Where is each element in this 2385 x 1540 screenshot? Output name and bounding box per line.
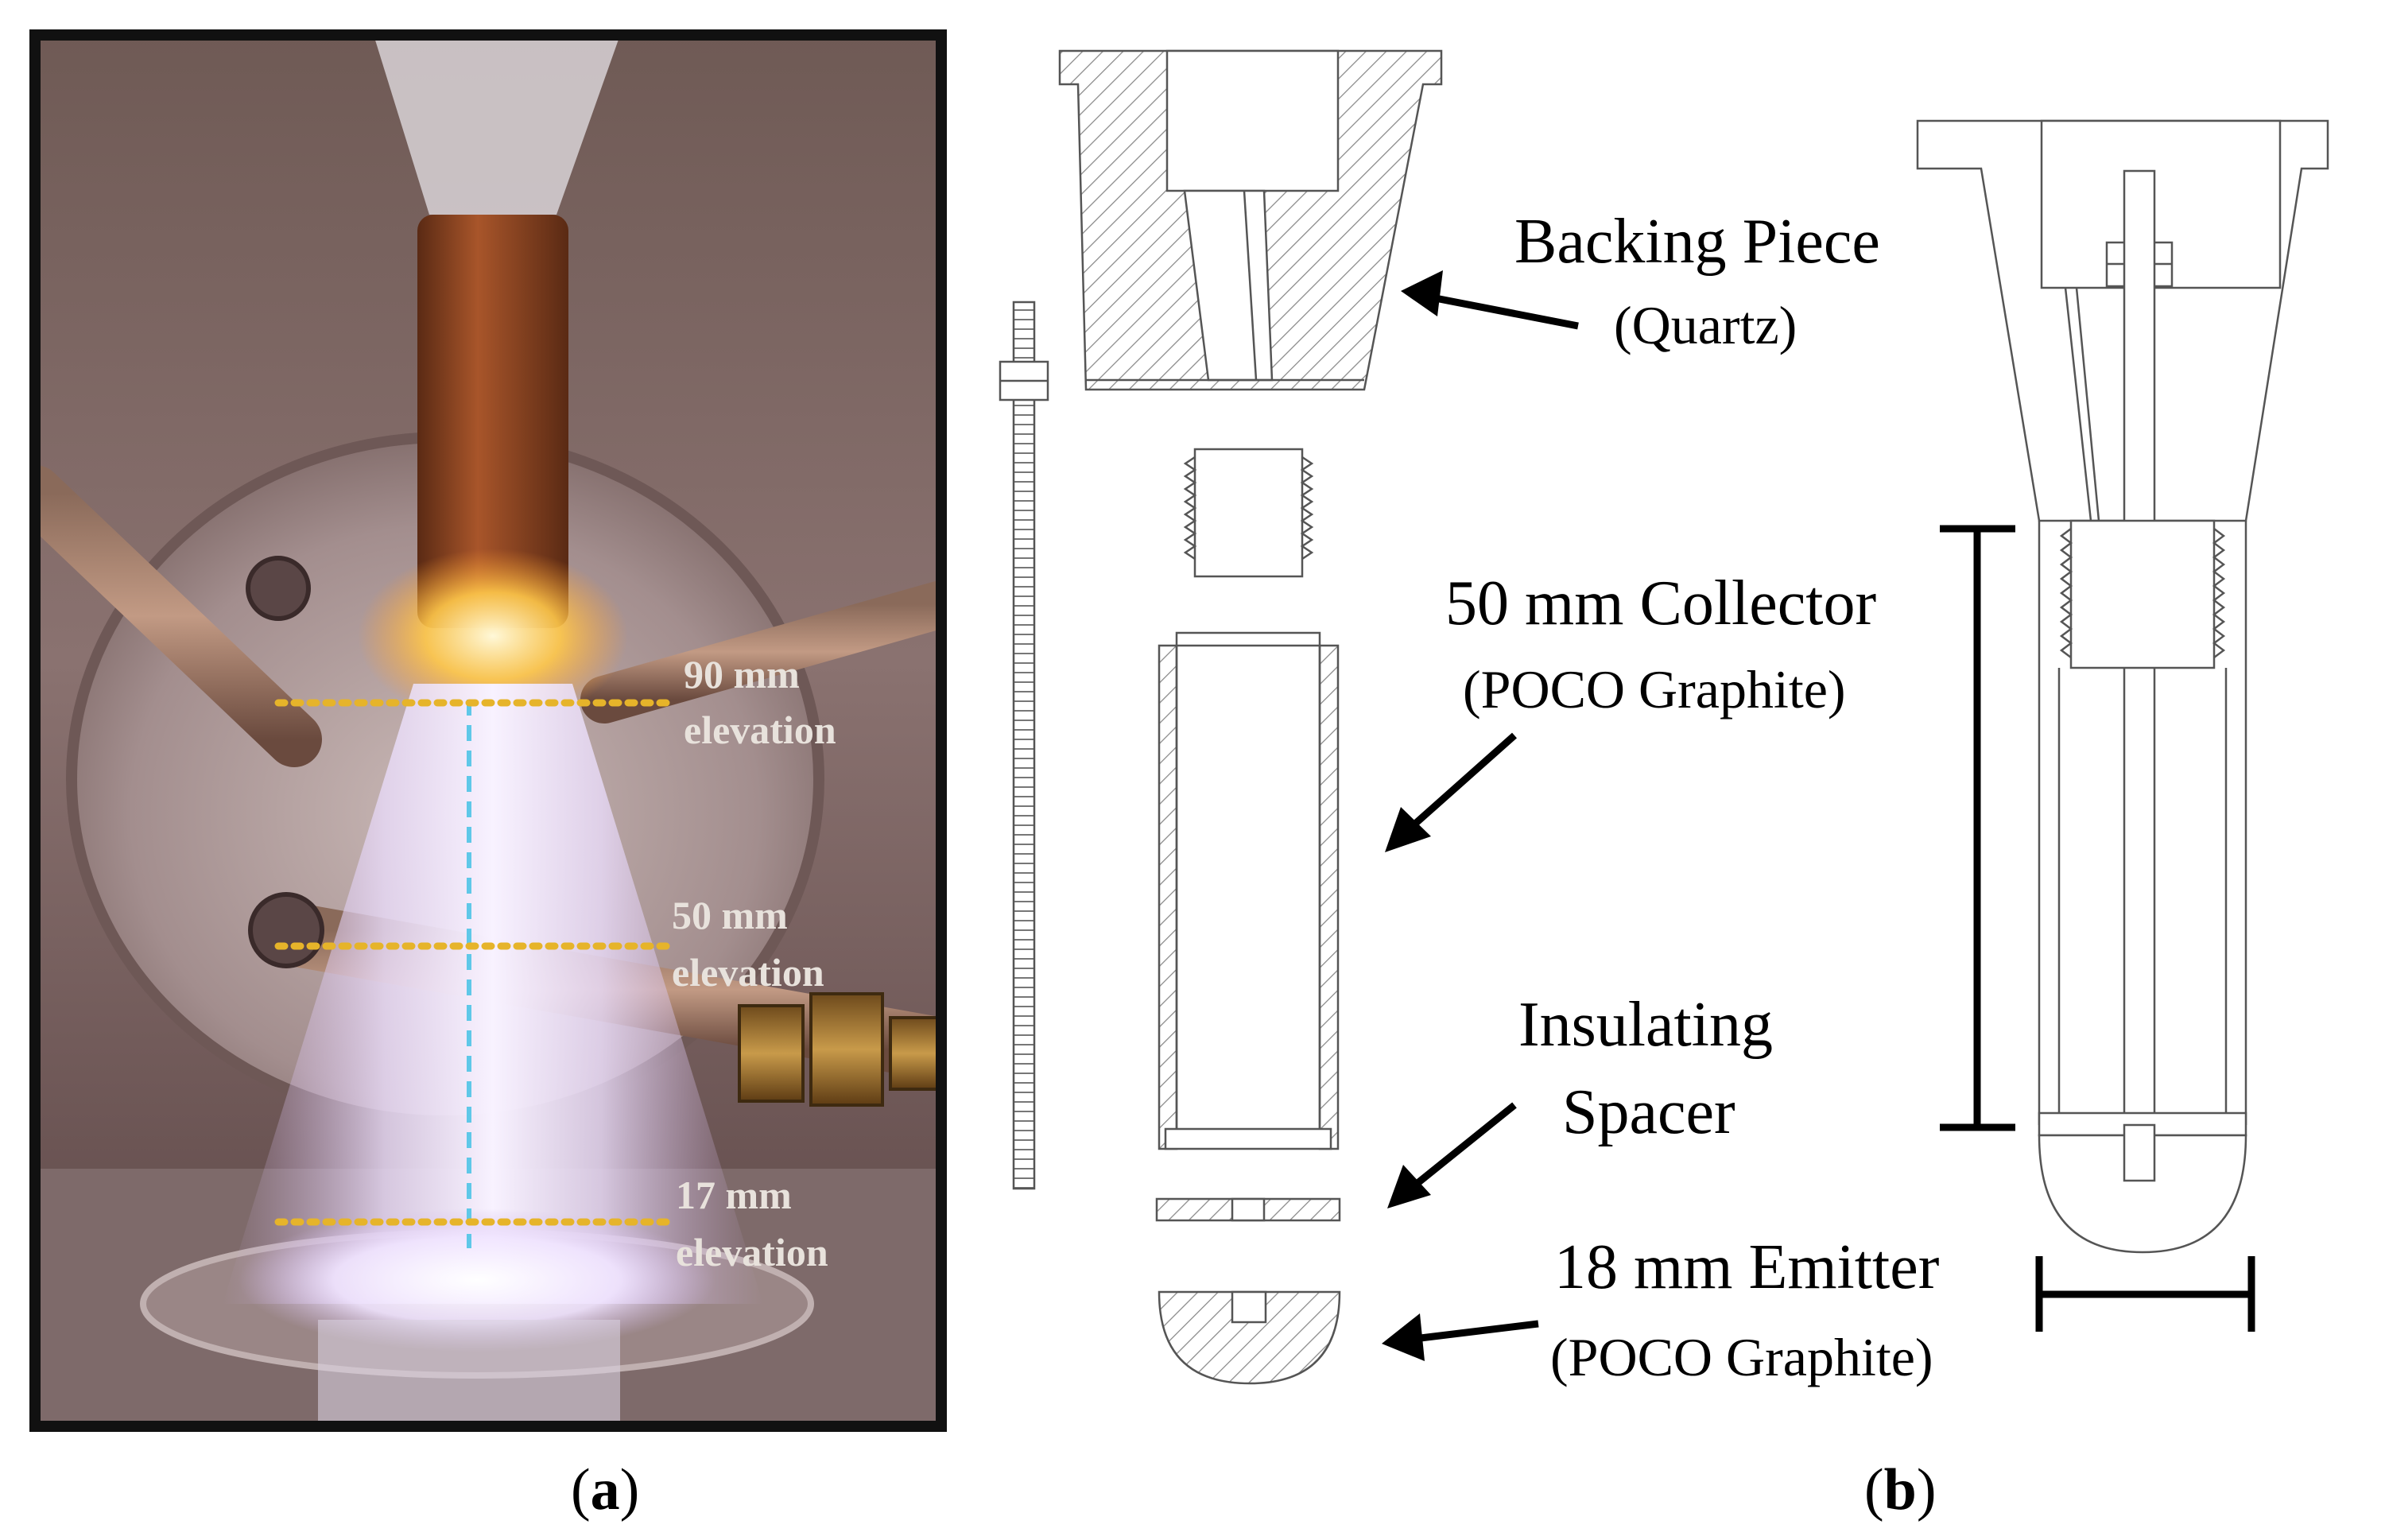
elevation-label-17mm-line1: 17 mm — [676, 1173, 792, 1217]
elevation-label-50mm-line2: elevation — [672, 950, 824, 995]
collector-rod-photo — [417, 215, 568, 628]
collector-tip-glow — [358, 549, 628, 723]
panel-b-label: (b) — [1864, 1457, 1936, 1523]
elevation-label-17mm-line2: elevation — [676, 1230, 828, 1274]
callout-collector: 50 mm Collector — [1445, 568, 1876, 638]
panel-a-label: (a) — [571, 1457, 639, 1523]
pipe-right — [580, 580, 941, 723]
threaded-insert — [1183, 448, 1314, 578]
exploded-view — [999, 49, 1443, 1385]
elevation-label-90mm-line1: 90 mm — [684, 652, 800, 696]
panel-a-photo: 90 mm elevation 50 mm elevation 17 mm el… — [35, 35, 941, 1426]
callout-backing-piece: Backing Piece — [1514, 207, 1880, 277]
quartz-backing-photo — [374, 35, 620, 215]
brass-fitting — [738, 992, 941, 1107]
callout-spacer-line2: Spacer — [1562, 1077, 1735, 1147]
callout-emitter: 18 mm Emitter — [1554, 1232, 1939, 1302]
assembled-view — [1916, 119, 2329, 1332]
callout-arrows — [1382, 270, 1579, 1361]
photo-frame — [29, 29, 947, 1432]
elevation-label-50mm-line1: 50 mm — [672, 893, 788, 937]
callout-spacer-line1: Insulating — [1518, 990, 1773, 1060]
pipe-left — [35, 465, 322, 767]
collector-length-bracket — [1940, 525, 2015, 1131]
threaded-rod — [1012, 301, 1036, 1190]
elevation-label-90mm-line2: elevation — [684, 708, 836, 752]
collector-section — [1158, 631, 1340, 1150]
emitter-section — [1158, 1290, 1341, 1385]
bolt — [248, 892, 324, 968]
plasma-column — [223, 684, 763, 1304]
callout-collector-material: (POCO Graphite) — [1463, 659, 1846, 720]
spacer-section — [1155, 1197, 1341, 1222]
emitter-width-bracket — [2035, 1256, 2255, 1332]
callout-emitter-material: (POCO Graphite) — [1550, 1327, 1933, 1387]
bolt — [246, 556, 311, 621]
callout-backing-piece-material: (Quartz) — [1614, 295, 1797, 355]
emitter-glow — [238, 1208, 716, 1352]
backing-piece-section — [1058, 49, 1443, 391]
